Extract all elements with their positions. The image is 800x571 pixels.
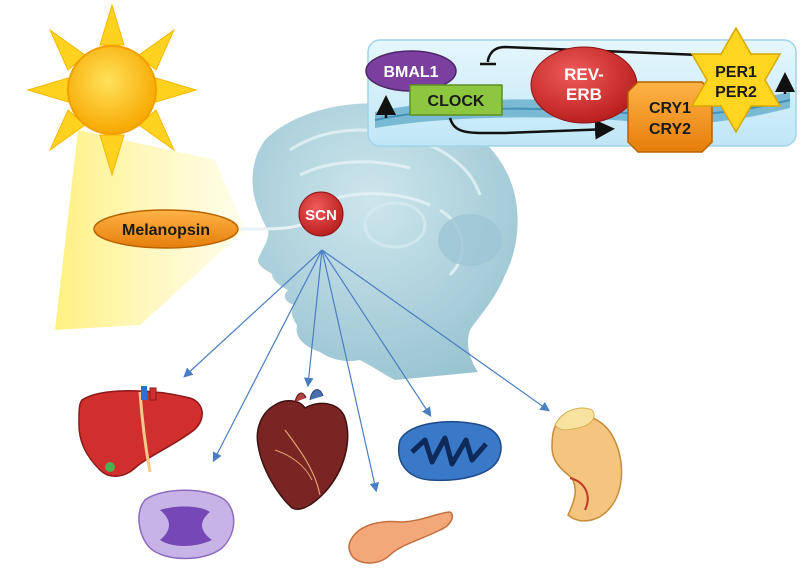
arrow-to-mitochondrion bbox=[321, 249, 432, 418]
sun-icon bbox=[26, 3, 198, 177]
melanopsin-label: Melanopsin bbox=[122, 222, 210, 239]
liver-icon bbox=[78, 386, 203, 477]
arrow-to-pancreas bbox=[321, 249, 380, 493]
inhibition-line bbox=[486, 45, 701, 62]
per1-label: PER1 bbox=[715, 64, 757, 81]
cerebellum bbox=[438, 214, 502, 266]
cry2-label: CRY2 bbox=[649, 121, 691, 138]
immune-cell-icon bbox=[138, 489, 235, 560]
scn-label: SCN bbox=[305, 207, 337, 224]
mitochondrion-icon bbox=[398, 421, 502, 482]
arrow-to-heart bbox=[303, 249, 323, 388]
rev-erb-label-line1: REV- bbox=[564, 65, 604, 84]
arrow-to-immune-cell bbox=[212, 249, 323, 463]
bmal1-node: BMAL1 bbox=[365, 50, 457, 92]
rev-erb-label-line2: ERB bbox=[566, 85, 602, 104]
per-node: PER1 PER2 bbox=[690, 26, 782, 134]
heart-icon bbox=[256, 389, 349, 510]
bmal1-label: BMAL1 bbox=[383, 64, 438, 81]
kidney-icon bbox=[551, 407, 623, 522]
rev-erb-node: REV- ERB bbox=[530, 46, 638, 124]
head-silhouette-icon bbox=[252, 103, 518, 380]
per2-label: PER2 bbox=[715, 84, 757, 101]
clock-label: CLOCK bbox=[428, 93, 485, 110]
activation-arrow bbox=[448, 117, 615, 140]
clock-node: CLOCK bbox=[409, 84, 503, 116]
scn-node: SCN bbox=[298, 191, 344, 237]
arrow-to-liver bbox=[183, 249, 323, 378]
arrow-to-kidney bbox=[321, 249, 550, 412]
pancreas-icon bbox=[348, 511, 453, 564]
projection-arrows bbox=[183, 249, 550, 493]
cry-node: CRY1 CRY2 bbox=[627, 81, 713, 153]
melanopsin-node: Melanopsin bbox=[93, 209, 312, 249]
cry1-label: CRY1 bbox=[649, 100, 691, 117]
